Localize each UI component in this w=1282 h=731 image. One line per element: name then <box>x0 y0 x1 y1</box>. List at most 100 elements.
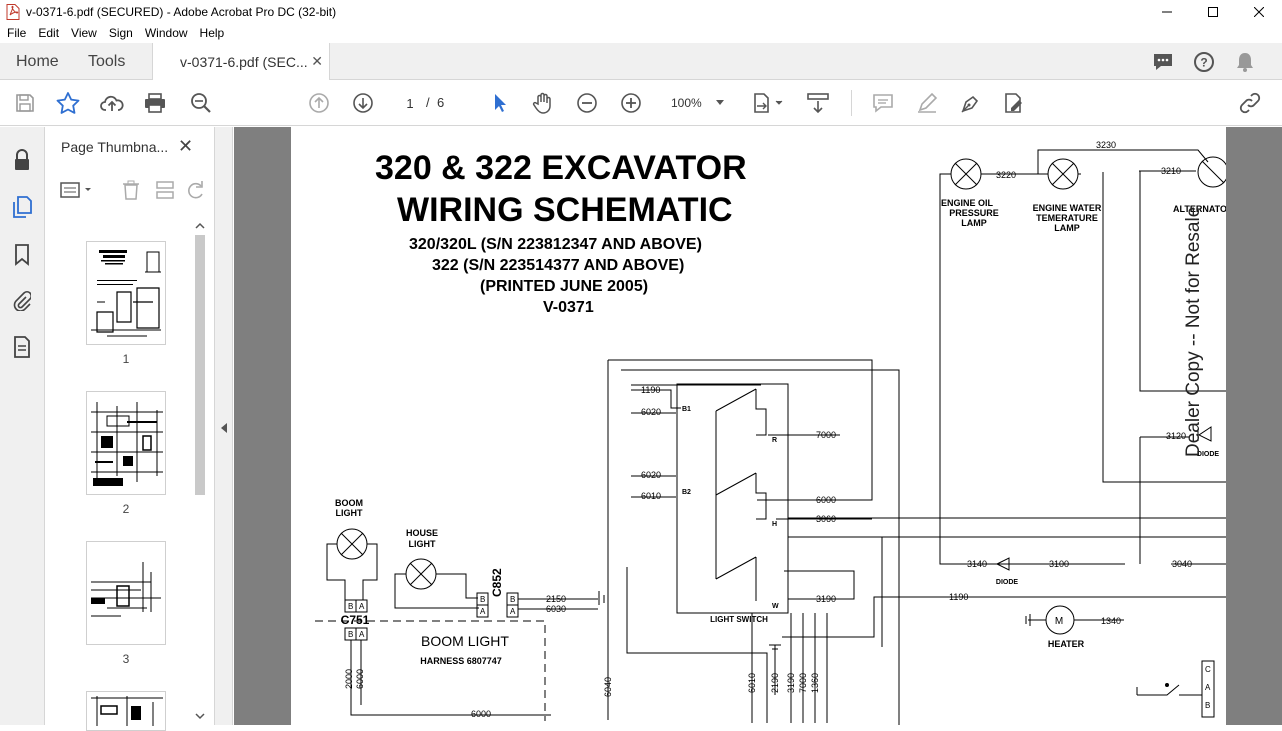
zoom-dropdown[interactable]: 100% <box>664 91 728 115</box>
boom-light-lamp <box>326 528 378 600</box>
document-properties-icon[interactable] <box>10 335 34 359</box>
page-thumbnail-2[interactable] <box>86 391 166 495</box>
svg-text:2000: 2000 <box>344 669 354 689</box>
zoom-search-icon[interactable] <box>189 91 213 115</box>
svg-text:2190: 2190 <box>770 673 780 693</box>
svg-text:R: R <box>772 437 777 444</box>
page-number-input[interactable] <box>398 93 422 113</box>
svg-text:TEMERATURE: TEMERATURE <box>1036 213 1098 223</box>
close-panel-icon[interactable]: ✕ <box>178 136 194 156</box>
close-tab-icon[interactable]: ✕ <box>311 53 323 69</box>
maximize-button[interactable] <box>1190 0 1236 23</box>
svg-text:3100: 3100 <box>1049 559 1069 569</box>
zoom-out-icon[interactable] <box>575 91 599 115</box>
menu-window[interactable]: Window <box>144 26 188 40</box>
svg-text:HARNESS 6807747: HARNESS 6807747 <box>420 656 502 666</box>
schematic-subtitle: 320/320L (S/N 223812347 AND ABOVE) <box>409 236 702 253</box>
svg-text:ALTERNATO: ALTERNATO <box>1173 204 1226 214</box>
next-page-icon[interactable] <box>351 91 375 115</box>
scroll-up-icon[interactable] <box>193 221 207 231</box>
svg-text:1190: 1190 <box>949 592 968 602</box>
print-icon[interactable] <box>143 91 167 115</box>
svg-text:LIGHT: LIGHT <box>409 539 436 549</box>
help-icon[interactable]: ? <box>1192 50 1216 74</box>
svg-text:BOOM: BOOM <box>335 498 363 508</box>
toolbar-divider <box>851 90 852 116</box>
svg-text:ENGINE WATER: ENGINE WATER <box>1033 203 1102 213</box>
panel-collapse-handle[interactable] <box>215 127 233 725</box>
main-toolbar: / 6 100% <box>0 80 1282 126</box>
hand-tool-icon[interactable] <box>531 91 555 115</box>
svg-text:6040: 6040 <box>603 677 613 697</box>
menu-bar: File Edit View Sign Window Help <box>0 23 1282 43</box>
comment-icon[interactable] <box>871 91 895 115</box>
thumbnails-scrollbar[interactable] <box>193 221 207 725</box>
menu-file[interactable]: File <box>7 26 27 40</box>
notification-bell-icon[interactable] <box>1233 50 1257 74</box>
sign-pen-icon[interactable] <box>959 91 983 115</box>
svg-text:C: C <box>1205 665 1211 674</box>
svg-text:PRESSURE: PRESSURE <box>949 208 999 218</box>
svg-text:W: W <box>772 603 779 610</box>
bookmark-star-icon[interactable] <box>56 91 80 115</box>
svg-text:BOOM LIGHT: BOOM LIGHT <box>421 633 509 649</box>
page-thumbnails-panel: Page Thumbna... ✕ 1 2 <box>45 127 215 731</box>
svg-text:HOUSE: HOUSE <box>406 528 438 538</box>
page-thumbnail-3[interactable] <box>86 541 166 645</box>
attachments-paperclip-icon[interactable] <box>10 288 34 312</box>
svg-text:6010: 6010 <box>641 491 661 501</box>
menu-view[interactable]: View <box>71 26 97 40</box>
menu-sign[interactable]: Sign <box>108 26 133 40</box>
page-fit-icon[interactable] <box>752 91 788 115</box>
schematic-title-line1: 320 & 322 EXCAVATOR <box>375 149 747 187</box>
scrollbar-thumb[interactable] <box>195 235 205 495</box>
svg-text:3210: 3210 <box>1161 166 1181 176</box>
svg-text:B: B <box>348 630 353 639</box>
svg-text:6030: 6030 <box>546 604 566 614</box>
svg-text:6020: 6020 <box>641 407 661 417</box>
redact-edit-icon[interactable] <box>1003 91 1027 115</box>
upload-cloud-icon[interactable] <box>100 91 124 115</box>
svg-text:1190: 1190 <box>641 385 660 395</box>
security-lock-icon[interactable] <box>10 148 34 172</box>
rotate-page-icon[interactable] <box>185 179 207 201</box>
tab-document-label: v-0371-6.pdf (SEC... <box>180 54 308 70</box>
menu-edit[interactable]: Edit <box>38 26 60 40</box>
page-thumbnail-1[interactable] <box>86 241 166 345</box>
select-cursor-icon[interactable] <box>488 91 512 115</box>
svg-text:LAMP: LAMP <box>1054 223 1080 233</box>
light-switch-box <box>676 383 789 614</box>
collapse-arrow-icon <box>221 423 227 433</box>
zoom-value: 100% <box>671 96 702 110</box>
save-icon[interactable] <box>13 91 37 115</box>
title-bar: v-0371-6.pdf (SECURED) - Adobe Acrobat P… <box>0 0 1282 23</box>
page-thumbnail-4[interactable] <box>86 691 166 731</box>
zoom-in-icon[interactable] <box>619 91 643 115</box>
minimize-button[interactable] <box>1144 0 1190 23</box>
scroll-mode-icon[interactable] <box>806 91 830 115</box>
replace-page-icon[interactable] <box>154 179 176 201</box>
tab-tools[interactable]: Tools <box>88 52 126 70</box>
comment-bubble-icon[interactable] <box>1151 50 1175 74</box>
svg-text:B: B <box>510 595 515 604</box>
share-link-icon[interactable] <box>1238 91 1262 115</box>
bookmarks-icon[interactable] <box>10 243 34 267</box>
thumbnail-options-icon[interactable] <box>59 179 95 201</box>
tab-home[interactable]: Home <box>16 52 59 70</box>
svg-text:6000: 6000 <box>816 495 836 505</box>
close-window-button[interactable] <box>1236 0 1282 23</box>
page-thumbnail-label: 1 <box>122 352 130 366</box>
svg-text:6000: 6000 <box>355 669 365 689</box>
pdf-file-icon <box>6 3 20 20</box>
menu-help[interactable]: Help <box>199 26 225 40</box>
delete-page-icon[interactable] <box>120 179 142 201</box>
scroll-down-icon[interactable] <box>193 711 207 721</box>
highlight-pen-icon[interactable] <box>915 91 939 115</box>
svg-text:3040: 3040 <box>1172 559 1192 569</box>
previous-page-icon[interactable] <box>307 91 331 115</box>
tab-document[interactable]: v-0371-6.pdf (SEC... ✕ <box>152 43 330 81</box>
page-thumbnails-icon[interactable] <box>10 195 34 219</box>
